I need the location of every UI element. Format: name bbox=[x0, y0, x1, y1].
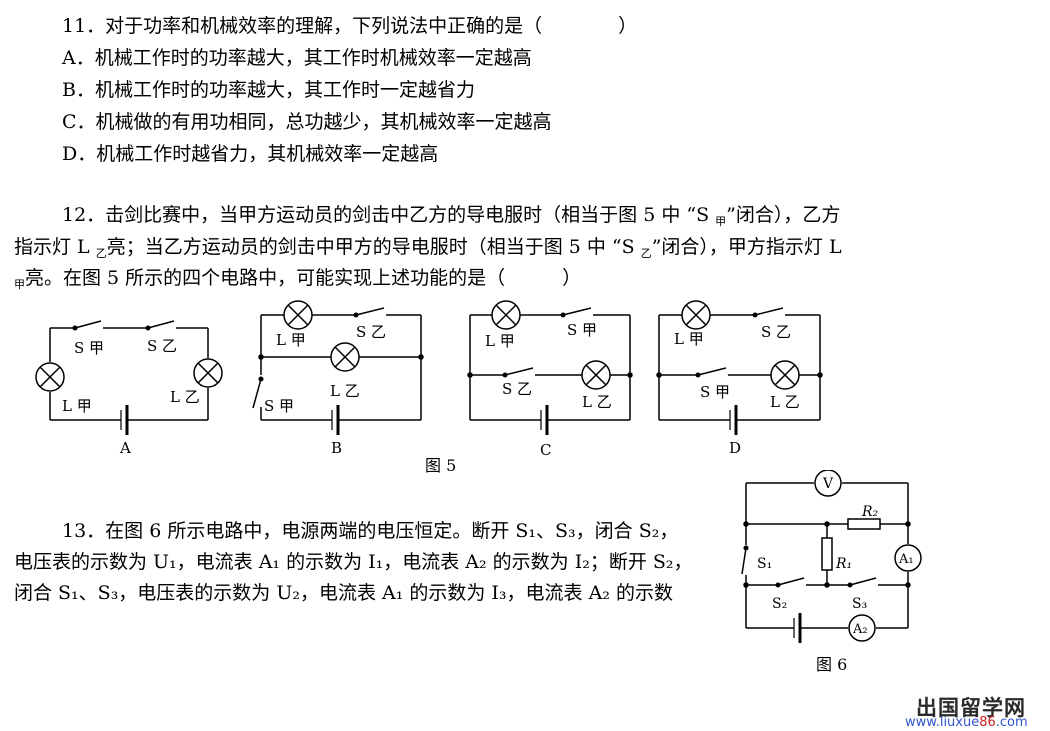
circuit-label-a: A bbox=[119, 439, 131, 457]
a-label-l-jia: L 甲 bbox=[62, 397, 92, 415]
c-label-l-jia: L 甲 bbox=[485, 332, 515, 350]
voltmeter-label: V bbox=[822, 476, 834, 492]
r1-label: R₁ bbox=[835, 556, 852, 572]
q13-line-2: 电压表的示数为 U₁，电流表 A₁ 的示数为 I₁，电流表 A₂ 的示数为 I₂… bbox=[14, 551, 693, 573]
d-label-s-jia: S 甲 bbox=[700, 383, 730, 401]
b-label-s-yi: S 乙 bbox=[356, 323, 386, 341]
c-label-s-jia: S 甲 bbox=[567, 321, 597, 339]
figure-6-caption: 图 6 bbox=[816, 655, 847, 674]
circuit-b bbox=[252, 300, 424, 435]
watermark-url: www.liuxue86.com bbox=[905, 715, 1028, 730]
r2-label: R₂ bbox=[861, 504, 879, 520]
figure-5-caption: 图 5 bbox=[425, 456, 456, 475]
ammeter-a2-label: A₂ bbox=[852, 622, 868, 637]
q11-option-a: A．机械工作时的功率越大，其工作时机械效率一定越高 bbox=[62, 47, 532, 69]
watermark-site-name: 出国留学网 bbox=[916, 696, 1026, 720]
b-label-l-jia: L 甲 bbox=[276, 331, 306, 349]
a-label-s-jia: S 甲 bbox=[74, 339, 104, 357]
circuit-d bbox=[656, 300, 823, 435]
figure-5-circuits: S 甲 S 乙 L 甲 L 乙 A L 甲 S 乙 L 乙 S 甲 B L 甲 … bbox=[35, 300, 823, 475]
d-label-l-jia: L 甲 bbox=[674, 330, 704, 348]
d-label-l-yi: L 乙 bbox=[770, 393, 800, 411]
b-label-l-yi: L 乙 bbox=[330, 382, 360, 400]
c-label-l-yi: L 乙 bbox=[582, 393, 612, 411]
q13-line-3: 闭合 S₁、S₃，电压表的示数为 U₂，电流表 A₁ 的示数为 I₃，电流表 A… bbox=[14, 582, 673, 604]
q11-option-d: D．机械工作时越省力，其机械效率一定越高 bbox=[62, 143, 439, 165]
q12-line-1: 12．击剑比赛中，当甲方运动员的剑击中乙方的导电服时（相当于图 5 中 “S 甲… bbox=[62, 204, 841, 228]
s1-label: S₁ bbox=[757, 556, 772, 572]
q13-line-1: 13．在图 6 所示电路中，电源两端的电压恒定。断开 S₁、S₃，闭合 S₂， bbox=[62, 520, 679, 542]
a-label-l-yi: L 乙 bbox=[170, 388, 200, 406]
d-label-s-yi: S 乙 bbox=[761, 323, 791, 341]
circuit-c bbox=[467, 300, 633, 435]
ammeter-a1-label: A₁ bbox=[898, 552, 914, 567]
q11-option-c: C．机械做的有用功相同，总功越少，其机械效率一定越高 bbox=[62, 111, 552, 133]
q12-line-3: 甲亮。在图 5 所示的四个电路中，可能实现上述功能的是（ ） bbox=[14, 267, 582, 291]
q12-line-2: 指示灯 L 乙亮；当乙方运动员的剑击中甲方的导电服时（相当于图 5 中 “S 乙… bbox=[14, 236, 842, 260]
circuit-label-c: C bbox=[540, 441, 551, 459]
q11-stem: 11．对于功率和机械效率的理解，下列说法中正确的是（ ） bbox=[62, 15, 638, 37]
circuit-label-b: B bbox=[331, 439, 342, 457]
circuit-a bbox=[35, 320, 223, 435]
circuit-label-d: D bbox=[729, 439, 741, 457]
q11-option-b: B．机械工作时的功率越大，其工作时一定越省力 bbox=[62, 79, 475, 101]
s3-label: S₃ bbox=[852, 596, 867, 612]
a-label-s-yi: S 乙 bbox=[147, 337, 177, 355]
b-label-s-jia: S 甲 bbox=[264, 397, 294, 415]
figure-6-circuit: V R₂ R₁ A₁ S₁ S₂ S₃ A₂ 图 6 bbox=[741, 470, 922, 674]
s2-label: S₂ bbox=[772, 596, 787, 612]
c-label-s-yi: S 乙 bbox=[502, 380, 532, 398]
